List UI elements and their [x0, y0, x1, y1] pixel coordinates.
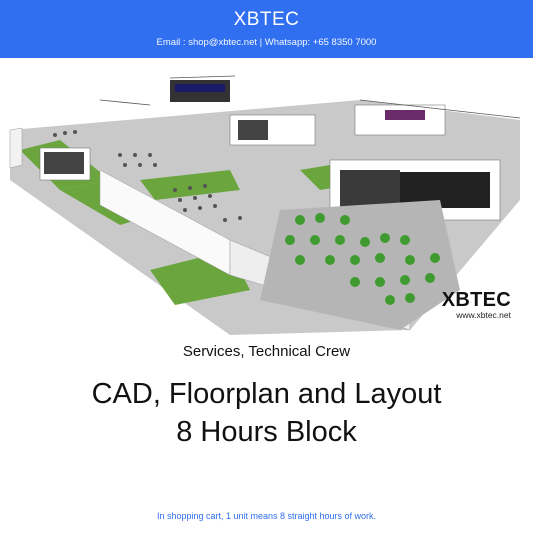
- product-title-line1: CAD, Floorplan and Layout: [91, 378, 442, 410]
- product-title-line2: 8 Hours Block: [176, 416, 357, 448]
- product-category: Services, Technical Crew: [182, 343, 351, 360]
- watermark-logo: XBTEC: [441, 289, 511, 311]
- product-title: CAD, Floorplan and Layout 8 Hours Block: [0, 375, 533, 451]
- header-banner: XBTEC Email : shop@xbtec.net | Whatsapp:…: [0, 0, 533, 58]
- brand-name: XBTEC: [233, 9, 300, 30]
- cart-unit-note: In shopping cart, 1 unit means 8 straigh…: [156, 511, 377, 521]
- watermark-website: www.xbtec.net: [456, 310, 511, 320]
- contact-info: Email : shop@xbtec.net | Whatsapp: +65 8…: [156, 37, 377, 48]
- xbtec-watermark: XBTEC www.xbtec.net: [442, 290, 511, 321]
- floorplan-illustration: [9, 75, 521, 335]
